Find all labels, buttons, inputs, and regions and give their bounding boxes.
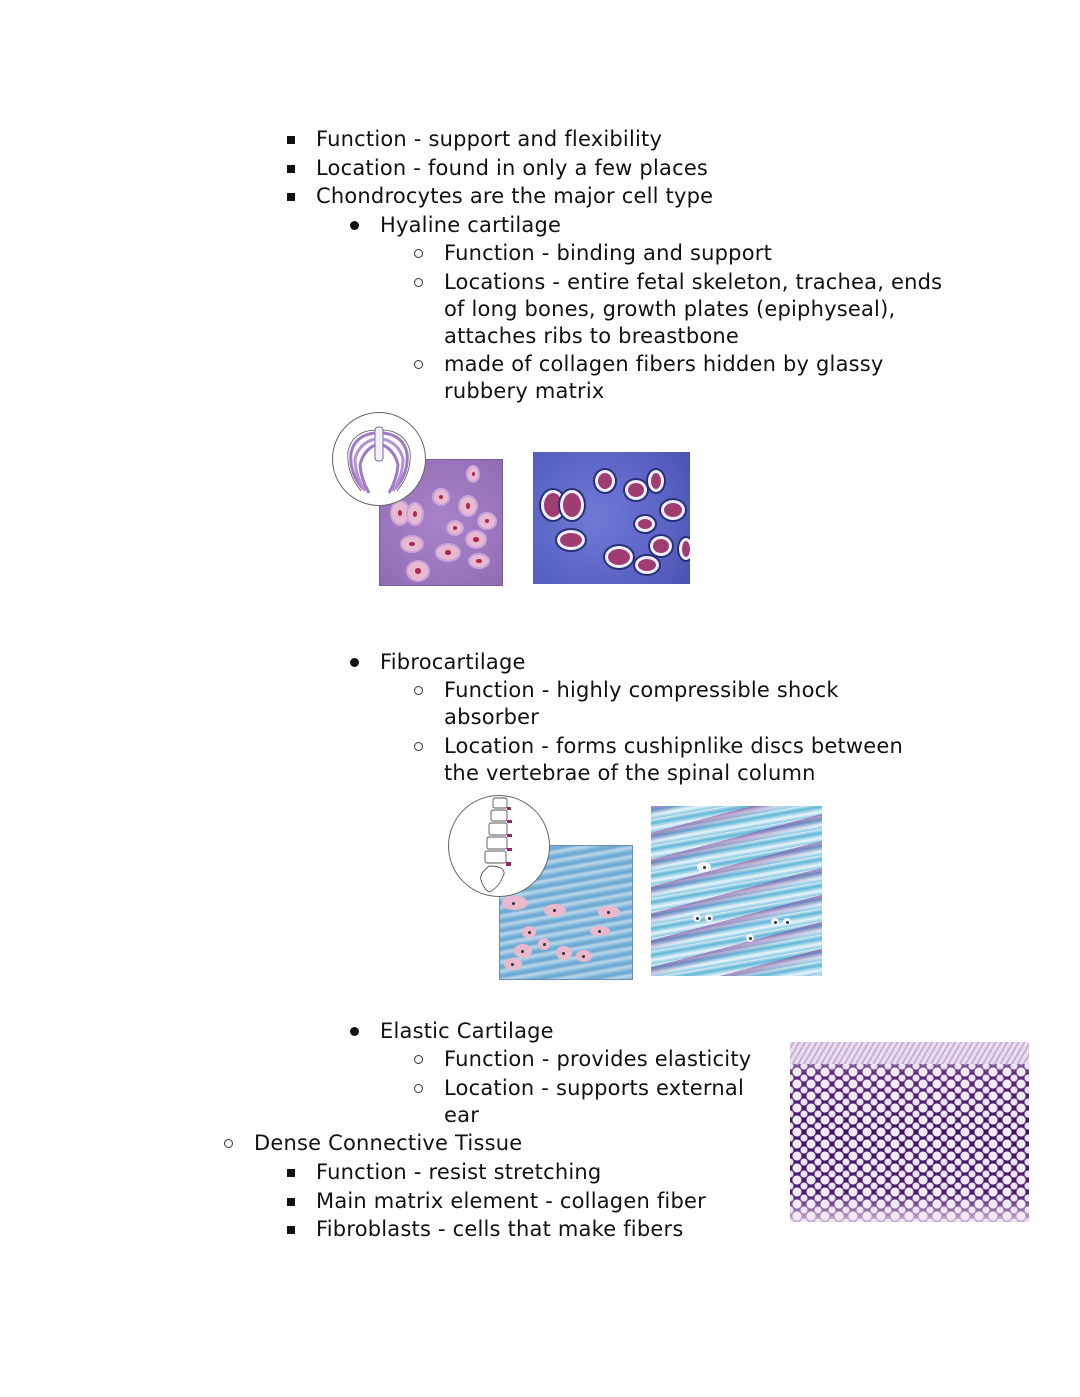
- hyaline-locations-text-cont: of long bones, growth plates (epiphyseal…: [444, 297, 896, 321]
- hyaline-locations-text: Locations - entire fetal skeleton, trach…: [444, 270, 943, 294]
- fibrocartilage-function-text-cont: absorber: [444, 705, 540, 729]
- cartilage-cell-type-text: Chondrocytes are the major cell type: [316, 184, 714, 208]
- ribcage-icon: [347, 426, 411, 494]
- fibrocartilage-function-text: Function - highly compressible shock: [444, 678, 839, 702]
- square-bullet-icon: [287, 183, 295, 211]
- fibrocartilage-location-text: Location - forms cushipnlike discs betwe…: [444, 734, 904, 758]
- elastic-location-text: Location - supports external: [444, 1076, 744, 1100]
- disc-bullet-icon: [350, 212, 359, 240]
- circle-bullet-icon: [414, 1075, 423, 1103]
- circle-bullet-icon: [224, 1130, 233, 1158]
- disc-bullet-icon: [350, 1018, 359, 1046]
- hyaline-micrograph-photo: [533, 452, 690, 584]
- elastic-cartilage-micrograph: [790, 1042, 1029, 1222]
- square-bullet-icon: [287, 126, 295, 154]
- dense-fibroblasts-text: Fibroblasts - cells that make fibers: [316, 1217, 684, 1241]
- hyaline-micrograph-drawing: [379, 459, 503, 586]
- spine-icon: [480, 797, 512, 893]
- elastic-heading: Elastic Cartilage: [380, 1019, 554, 1043]
- hyaline-function-text: Function - binding and support: [444, 241, 773, 265]
- square-bullet-icon: [287, 1188, 295, 1216]
- elastic-location-text-cont: ear: [444, 1103, 480, 1127]
- circle-bullet-icon: [414, 351, 423, 379]
- circle-bullet-icon: [414, 677, 423, 705]
- dense-matrix-text: Main matrix element - collagen fiber: [316, 1189, 706, 1213]
- fibrocartilage-heading: Fibrocartilage: [380, 650, 526, 674]
- square-bullet-icon: [287, 1159, 295, 1187]
- cartilage-location-text: Location - found in only a few places: [316, 156, 709, 180]
- hyaline-heading: Hyaline cartilage: [380, 213, 562, 237]
- spine-illustration: [448, 795, 550, 897]
- dense-function-text: Function - resist stretching: [316, 1160, 602, 1184]
- square-bullet-icon: [287, 1216, 295, 1244]
- cartilage-function-text: Function - support and flexibility: [316, 127, 663, 151]
- hyaline-matrix-text-cont: rubbery matrix: [444, 379, 605, 403]
- square-bullet-icon: [287, 155, 295, 183]
- circle-bullet-icon: [414, 240, 423, 268]
- dense-heading: Dense Connective Tissue: [254, 1131, 523, 1155]
- elastic-function-text: Function - provides elasticity: [444, 1047, 752, 1071]
- circle-bullet-icon: [414, 733, 423, 761]
- circle-bullet-icon: [414, 269, 423, 297]
- hyaline-matrix-text: made of collagen fibers hidden by glassy: [444, 352, 884, 376]
- disc-bullet-icon: [350, 649, 359, 677]
- hyaline-locations-text-cont2: attaches ribs to breastbone: [444, 324, 740, 348]
- ribcage-illustration: [332, 412, 426, 506]
- fibrocartilage-location-text-cont: the vertebrae of the spinal column: [444, 761, 816, 785]
- fibrocartilage-micrograph-photo: [651, 806, 822, 976]
- circle-bullet-icon: [414, 1046, 423, 1074]
